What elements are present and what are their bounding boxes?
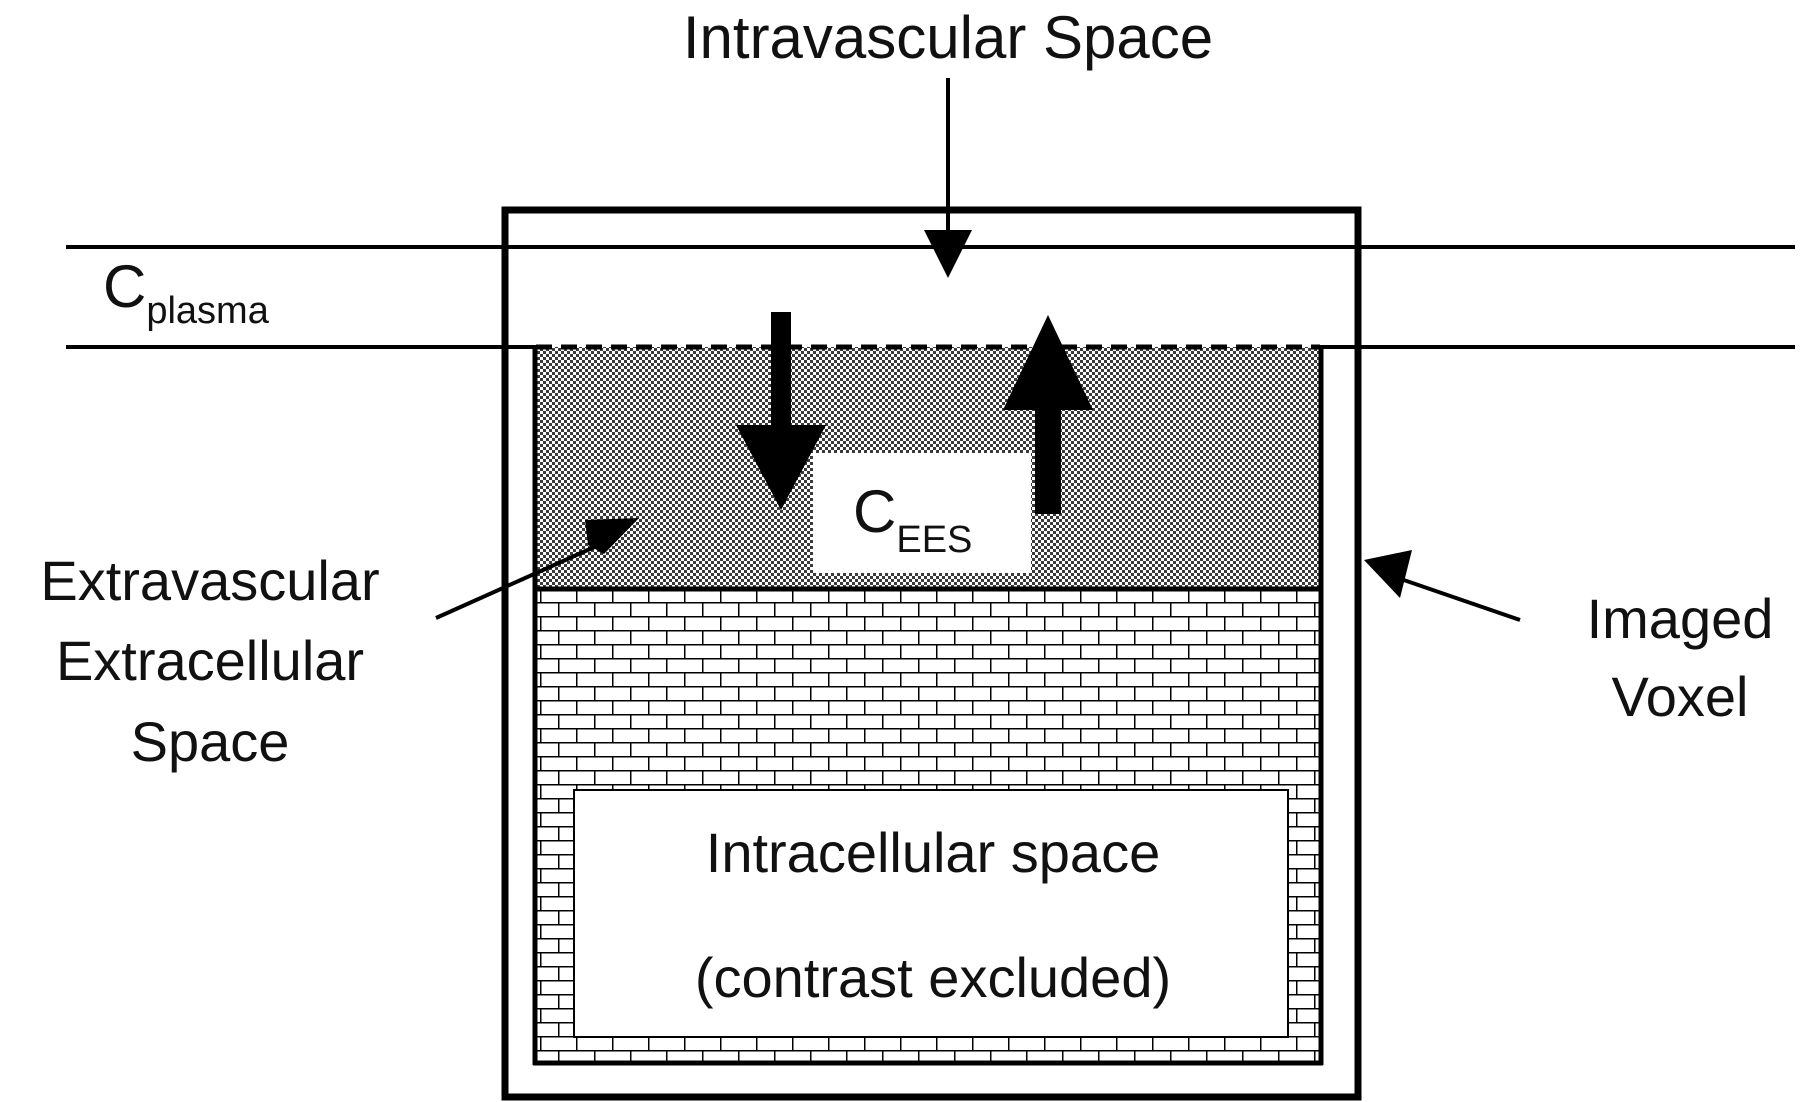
c-ees-subscript: EES <box>896 519 972 561</box>
c-plasma-subscript: plasma <box>146 290 269 332</box>
imaged-voxel-label-line1: Imaged <box>1587 587 1774 650</box>
intravascular-pointer-head <box>924 230 972 278</box>
up-arrow-head <box>1003 315 1093 410</box>
ees-label-line1: Extravascular <box>40 549 379 612</box>
down-arrow-shaft <box>771 312 791 427</box>
imaged-voxel-label-line2: Voxel <box>1612 665 1749 728</box>
up-arrow-shaft <box>1035 400 1061 514</box>
c-ees-label: CEES <box>853 478 972 561</box>
ees-label-line3: Space <box>131 710 290 773</box>
voxel-pointer-line <box>1394 575 1521 622</box>
down-arrow-head <box>736 425 826 510</box>
c-ees-box <box>813 453 1031 573</box>
voxel-pointer-head <box>1364 550 1412 598</box>
intracellular-label-line2: (contrast excluded) <box>695 946 1171 1009</box>
c-plasma-label: Cplasma <box>103 253 270 332</box>
imaged-voxel-box <box>501 206 1362 1101</box>
ees-pointer-line <box>435 538 611 620</box>
c-ees-main: C <box>853 478 896 545</box>
intracellular-box <box>573 789 1289 1038</box>
intracellular-label-line1: Intracellular space <box>706 821 1160 884</box>
c-plasma-main: C <box>103 253 146 320</box>
ees-label-line2: Extracellular <box>56 629 364 692</box>
ees-pointer-head <box>585 518 639 554</box>
intravascular-space-label: Intravascular Space <box>683 4 1213 71</box>
